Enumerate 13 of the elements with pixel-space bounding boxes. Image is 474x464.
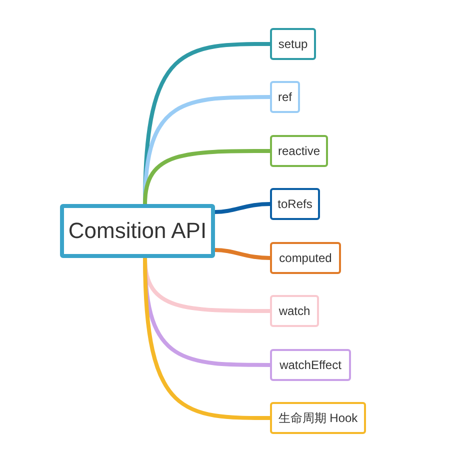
branch-line	[214, 202, 270, 214]
subtopic-box: 生命周期 Hook	[270, 402, 366, 434]
subtopic-box: toRefs	[270, 188, 320, 220]
branch-line	[143, 149, 270, 204]
subtopic-box: setup	[270, 28, 316, 60]
subtopic-box: watchEffect	[270, 349, 351, 381]
subtopic-box: ref	[270, 81, 300, 113]
subtopic-box: computed	[270, 242, 341, 274]
subtopic-box: watch	[270, 295, 319, 327]
branch-line	[214, 248, 270, 260]
subtopic-box: reactive	[270, 135, 328, 167]
branch-line	[143, 258, 270, 420]
topic-box: Comsition API	[60, 204, 215, 258]
